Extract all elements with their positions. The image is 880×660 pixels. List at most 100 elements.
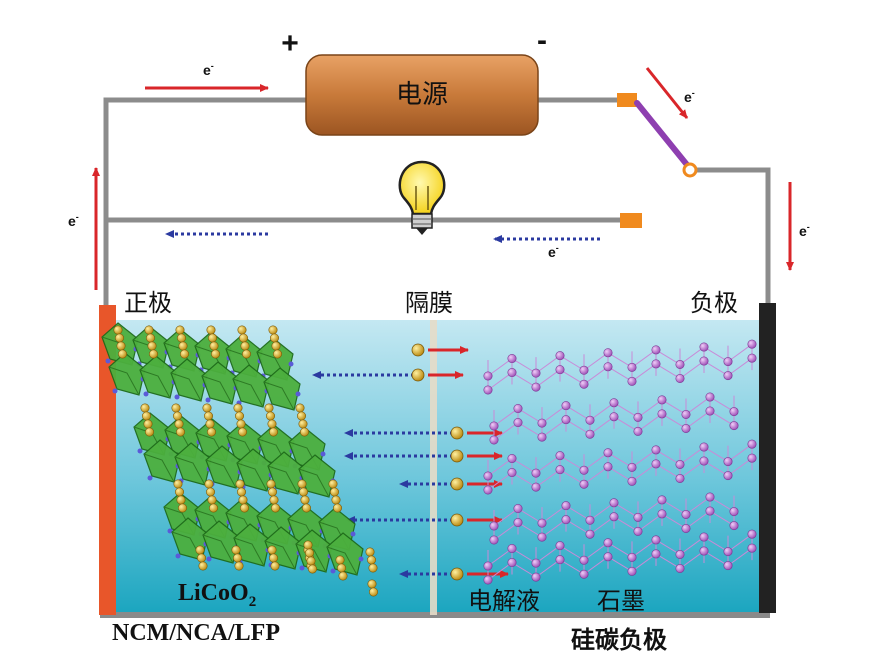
graphite-bond [703, 446, 729, 463]
graphite-bond [637, 499, 663, 518]
li-ion [231, 545, 241, 555]
switch-pivot [682, 162, 698, 178]
graphite-bond [559, 355, 585, 371]
graphite-label: 石墨 [597, 587, 645, 615]
li-ion [238, 495, 248, 505]
li-ion [338, 571, 348, 581]
li-ion [336, 563, 346, 573]
carbon-atom [681, 509, 691, 519]
octahedron-edge [295, 543, 327, 573]
li-ion [233, 553, 243, 563]
li-ion [368, 587, 378, 597]
carbon-atom [699, 456, 709, 466]
carbon-atom [627, 462, 637, 472]
carbon-atom [531, 558, 541, 568]
graphite-bond [493, 508, 519, 527]
graphite-bond [589, 516, 615, 535]
li-ion [211, 349, 221, 359]
graphite-bond [493, 522, 519, 541]
graphite-bond [655, 553, 681, 569]
graphite-bond [559, 545, 585, 561]
cathode-crystal-structure [101, 322, 378, 597]
graphite-bond [541, 419, 567, 438]
graphite-bond [535, 355, 561, 374]
switch-arm [634, 100, 691, 169]
graphite-bond [655, 539, 681, 555]
graphite-bond [631, 539, 657, 558]
graphite-bond [511, 458, 537, 474]
carbon-atom [633, 412, 643, 422]
carbon-atom [603, 448, 613, 458]
li-ion [365, 547, 375, 557]
graphite-bond [535, 559, 561, 578]
carbon-atom [579, 379, 589, 389]
li-ion [145, 427, 155, 437]
carbon-atom [561, 501, 571, 511]
carbon-atom [675, 373, 685, 383]
graphite-bond [589, 402, 615, 421]
li-ion [368, 563, 378, 573]
graphite-bond [583, 466, 609, 485]
li-ion [297, 479, 307, 489]
carbon-atom [627, 476, 637, 486]
carbon-atom [651, 535, 661, 545]
graphite-bond [637, 399, 663, 418]
li-ion [171, 403, 181, 413]
carbon-atom [627, 552, 637, 562]
graphite-bond [727, 443, 753, 463]
li-ion [174, 419, 184, 429]
graphite-bond [607, 556, 633, 572]
carbon-atom [579, 479, 589, 489]
electron-mark-switch: e- [684, 88, 695, 105]
li-ion [268, 325, 278, 335]
graphite-layers [483, 339, 757, 585]
carbon-atom [531, 382, 541, 392]
li-ion [195, 545, 205, 555]
li-ion [209, 341, 219, 351]
carbon-atom [603, 462, 613, 472]
carbon-atom [657, 495, 667, 505]
li-ion [173, 411, 183, 421]
graphite-bond [727, 357, 753, 377]
carbon-atom [723, 471, 733, 481]
graphite-bond [541, 505, 567, 524]
li-ion [301, 503, 311, 513]
octahedron-edge [232, 378, 264, 408]
li-ion [268, 427, 278, 437]
graphite-bond [661, 399, 687, 415]
carbon-atom [513, 518, 523, 528]
li-ion [266, 479, 276, 489]
graphite-bond [541, 405, 567, 424]
graphite-bond [703, 550, 729, 567]
graphite-bond [583, 542, 609, 561]
li-ion [265, 411, 275, 421]
carbon-atom [585, 515, 595, 525]
carbon-atom [657, 395, 667, 405]
carbon-atom [483, 485, 493, 495]
li-ion [233, 403, 243, 413]
carbon-atom [705, 406, 715, 416]
anode-types-label: 硅碳负极 [571, 626, 667, 654]
graphite-bond [685, 496, 711, 515]
electron-mark-top: e- [203, 61, 214, 78]
octahedron-edge [143, 453, 175, 483]
li-ion [267, 487, 277, 497]
li-ion [146, 333, 156, 343]
carbon-atom [705, 492, 715, 502]
li-ion [329, 487, 339, 497]
graphite-bond [703, 536, 729, 553]
carbon-atom [729, 521, 739, 531]
carbon-atom [483, 575, 493, 585]
carbon-atom [657, 409, 667, 419]
carbon-atom [531, 572, 541, 582]
li-ion [204, 411, 214, 421]
cathode-types-label: NCM/NCA/LFP [112, 620, 280, 646]
carbon-atom [705, 506, 715, 516]
carbon-atom [513, 404, 523, 414]
graphite-bond [661, 413, 687, 429]
carbon-atom [489, 435, 499, 445]
li-ion [149, 349, 159, 359]
carbon-atom [729, 421, 739, 431]
li-ion [237, 487, 247, 497]
li-ion [306, 556, 316, 566]
